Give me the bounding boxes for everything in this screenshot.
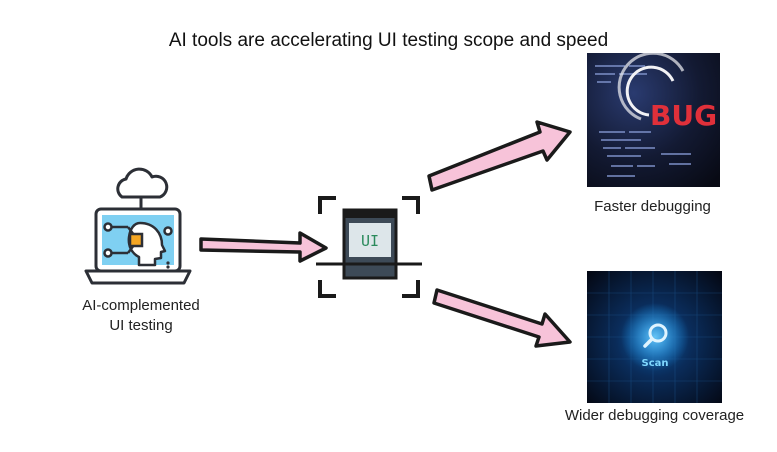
source-label-line2: UI testing bbox=[109, 317, 173, 334]
arrow-to-faster-debugging bbox=[427, 120, 572, 192]
source-label-line1: AI-complemented bbox=[82, 297, 200, 314]
wider-coverage-label: Wider debugging coverage bbox=[564, 407, 745, 424]
ui-window-label: UI bbox=[361, 232, 379, 250]
scan-image: Scan bbox=[587, 271, 722, 403]
arrow-to-wider-coverage bbox=[432, 288, 572, 348]
scan-image-text: Scan bbox=[642, 358, 669, 369]
diagram-title: AI tools are accelerating UI testing sco… bbox=[168, 30, 609, 51]
arrow-to-ui bbox=[199, 231, 328, 263]
ai-laptop-icon bbox=[84, 167, 192, 285]
bug-code-image: BUG bbox=[587, 53, 720, 187]
faster-debugging-label: Faster debugging bbox=[594, 198, 711, 215]
bug-image-text: BUG bbox=[650, 99, 717, 132]
source-label: AI-complemented UI testing bbox=[66, 296, 216, 336]
ui-window-scan-icon: UI bbox=[316, 196, 422, 298]
